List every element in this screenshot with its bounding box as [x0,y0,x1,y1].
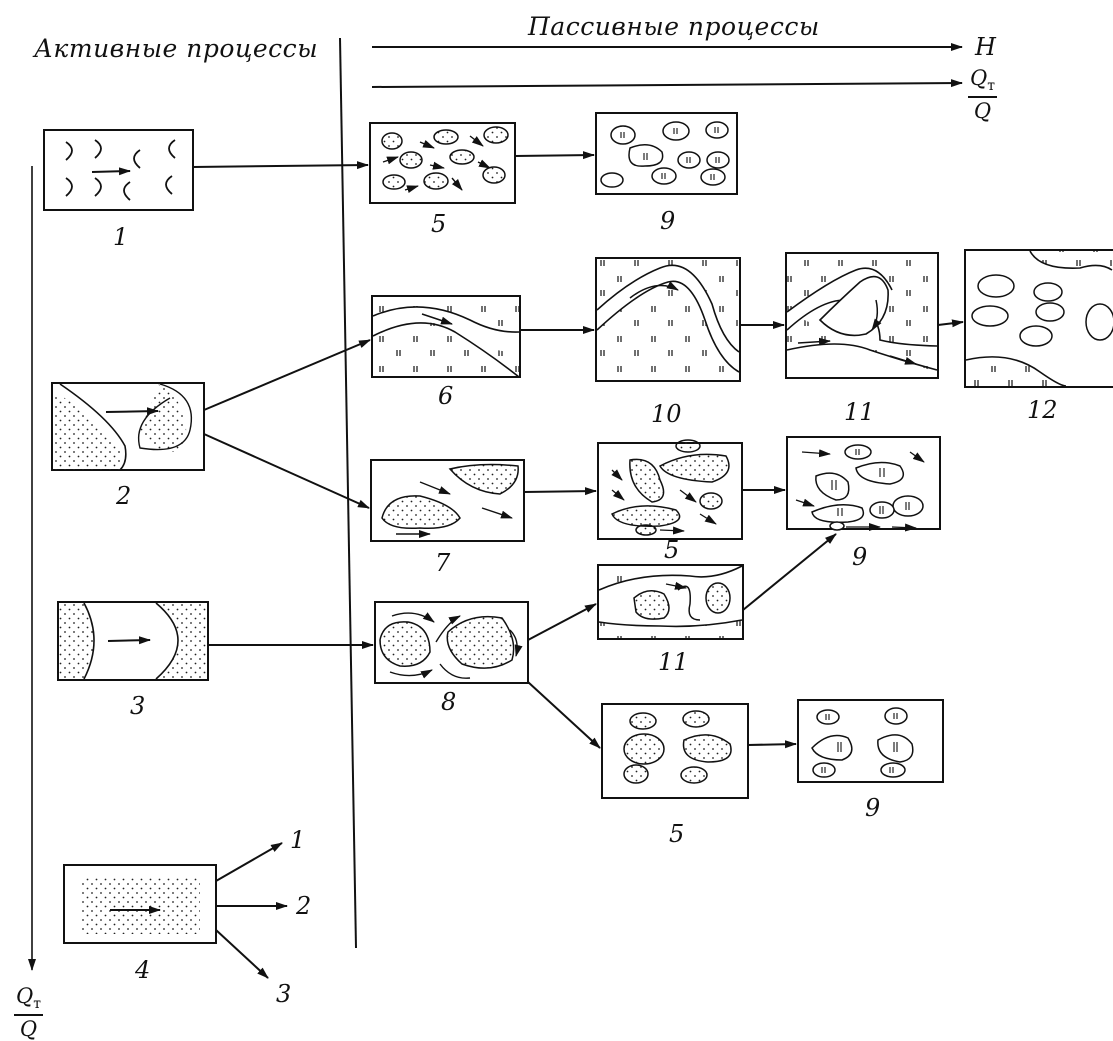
h-axis-label: H [975,33,996,61]
ratio-subscript-bottom: т [33,996,41,1013]
box-5c [601,703,749,799]
label-box-5b: 5 [664,536,680,564]
ratio-numerator: Q [970,66,988,90]
label-box-9a: 9 [660,207,676,235]
arrow-11b-to-9b [742,533,837,611]
branch-label-2: 2 [296,892,312,920]
label-box-12: 12 [1027,396,1058,424]
ratio-denominator: Q [973,99,992,124]
box-9b [786,436,941,532]
box-3 [57,601,209,681]
ratio-denominator-bottom: Q [19,1017,38,1041]
label-box-9c: 9 [865,794,881,822]
label-box-5c: 5 [669,820,685,848]
box-6 [371,295,521,378]
box-9a [595,112,738,195]
label-box-3: 3 [130,692,146,720]
box-5a [369,122,516,204]
ratio-axis-label-right: Qт Q [968,68,997,122]
ratio-subscript: т [987,78,995,95]
branch-label-1: 1 [290,826,306,854]
arrow-1-to-5a [192,161,369,170]
box-11a [785,252,939,379]
label-box-9b: 9 [852,543,868,571]
flow-arrows [192,151,964,749]
label-box-5a: 5 [431,210,447,238]
branch-label-3: 3 [276,980,292,1008]
box-5b [597,439,743,540]
arrow-11a-to-12 [937,319,964,328]
ratio-axis-label-bottom: Qт Q [14,986,43,1040]
box-12 [964,249,1113,388]
box-2 [51,382,205,471]
arrow-8-to-11b [527,603,597,641]
box-7 [370,459,525,542]
box-9c [797,699,944,783]
arrow-2-to-6 [203,339,371,411]
label-box-8: 8 [441,688,457,716]
box-4 [63,842,288,979]
passive-processes-header: Пассивные процессы [528,12,820,41]
label-box-11b: 11 [658,648,689,676]
arrow-2-to-7 [203,433,370,509]
box-8 [374,601,529,684]
arrow-5a-to-9a [514,151,595,160]
box-10 [595,257,741,382]
label-box-1: 1 [113,223,129,251]
ratio-numerator-bottom: Q [16,984,34,1008]
divider-line [339,37,357,949]
label-box-10: 10 [651,400,682,428]
label-box-2: 2 [116,482,132,510]
arrow-8-to-5c [527,681,601,749]
active-processes-header: Активные процессы [34,34,319,63]
arrow-7-to-5b [523,487,597,496]
label-box-4: 4 [135,956,151,984]
arrow-5c-to-9c [747,740,797,749]
box-11b [597,564,744,640]
label-box-11a: 11 [844,398,875,426]
label-box-7: 7 [435,549,451,577]
label-box-6: 6 [438,382,454,410]
box-1 [43,129,194,211]
ratio-axis-arrow [371,79,963,88]
